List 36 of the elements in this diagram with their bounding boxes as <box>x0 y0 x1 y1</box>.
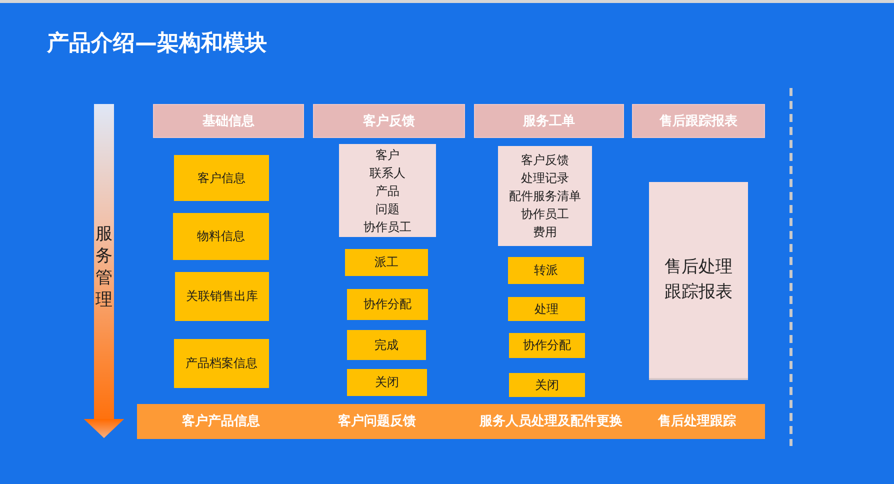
column-header: 基础信息 <box>153 104 304 138</box>
list-item: 联系人 <box>370 164 406 182</box>
module-box: 客户信息 <box>174 155 269 201</box>
module-box: 物料信息 <box>173 213 269 260</box>
column-header: 服务工单 <box>474 104 624 138</box>
list-item: 协作员工 <box>521 206 569 223</box>
list-item: 客户反馈 <box>521 152 569 169</box>
field-list-box <box>339 144 436 237</box>
summary-band <box>137 404 765 439</box>
band-label: 售后处理跟踪 <box>658 414 736 430</box>
field-list-box <box>498 146 592 246</box>
module-box: 关闭 <box>509 373 585 397</box>
band-label: 客户产品信息 <box>182 414 260 430</box>
module-box: 完成 <box>347 330 426 360</box>
column-header: 售后跟踪报表 <box>632 104 765 138</box>
report-box: 售后处理跟踪报表 <box>649 182 748 380</box>
module-box: 处理 <box>508 297 585 321</box>
module-box: 协作分配 <box>347 289 428 320</box>
list-item: 配件服务清单 <box>509 188 581 205</box>
band-label: 客户问题反馈 <box>338 414 416 430</box>
column-header: 客户反馈 <box>313 104 465 138</box>
module-box: 关联销售出库 <box>175 272 269 321</box>
list-item: 处理记录 <box>521 170 569 187</box>
module-box: 关闭 <box>347 369 427 396</box>
list-item: 费用 <box>533 224 557 241</box>
band-label: 服务人员处理及配件更换 <box>480 414 622 430</box>
arrow-label: 服务管理 <box>95 223 113 311</box>
list-item: 客户 <box>376 146 400 164</box>
list-item: 协作员工 <box>364 218 412 236</box>
module-box: 转派 <box>508 257 584 284</box>
module-box: 协作分配 <box>509 333 585 358</box>
page-title: 产品介绍—架构和模块 <box>47 31 267 57</box>
module-box: 产品档案信息 <box>174 339 269 388</box>
list-item: 产品 <box>376 182 400 200</box>
module-box: 派工 <box>345 249 428 276</box>
list-item: 问题 <box>376 200 400 218</box>
